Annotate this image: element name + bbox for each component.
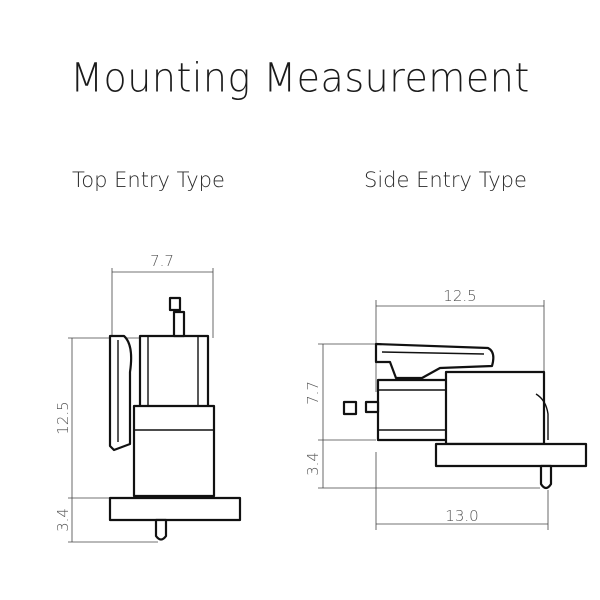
top-entry-height-dimension: 12.5 xyxy=(54,337,148,499)
top-entry-type-label: Top Entry Type xyxy=(72,168,225,192)
side-entry-bottom-pin xyxy=(539,464,553,490)
side-entry-side-pin-tip xyxy=(342,400,358,416)
side-entry-bottom-width-dimension: 13.0 xyxy=(375,452,549,530)
top-entry-lower-housing xyxy=(132,404,216,498)
side-entry-right-housing xyxy=(444,370,546,446)
side-entry-pin-dimension: 3.4 xyxy=(304,440,540,489)
side-entry-top-width-dimension: 12.5 xyxy=(375,287,545,392)
side-entry-side-pin xyxy=(364,400,380,414)
top-entry-width-dimension: 7.7 xyxy=(111,252,214,340)
top-entry-bottom-pin xyxy=(154,518,168,541)
top-entry-top-pin xyxy=(172,310,186,338)
side-entry-top-width-label: 12.5 xyxy=(443,287,476,305)
side-entry-base-flange xyxy=(434,442,588,468)
top-entry-pin-dimension: 3.4 xyxy=(54,498,158,543)
side-entry-type-label: Side Entry Type xyxy=(364,168,527,192)
page-title: Mounting Measurement xyxy=(70,54,530,102)
top-entry-connector: 7.7 12.5 3.4 xyxy=(54,252,242,543)
top-entry-height-label: 12.5 xyxy=(54,401,72,434)
side-entry-bottom-width-label: 13.0 xyxy=(445,507,478,525)
side-entry-left-housing xyxy=(376,378,450,442)
top-entry-top-pin-tip xyxy=(168,296,182,312)
side-entry-height-label: 7.7 xyxy=(304,381,322,405)
top-entry-latch-arm xyxy=(108,334,133,452)
side-entry-connector: 12.5 7.7 3.4 13.0 xyxy=(304,287,588,530)
top-entry-base-flange xyxy=(108,496,242,522)
top-entry-width-label: 7.7 xyxy=(150,252,174,270)
side-entry-pin-label: 3.4 xyxy=(304,452,322,476)
top-entry-pin-label: 3.4 xyxy=(54,508,72,532)
